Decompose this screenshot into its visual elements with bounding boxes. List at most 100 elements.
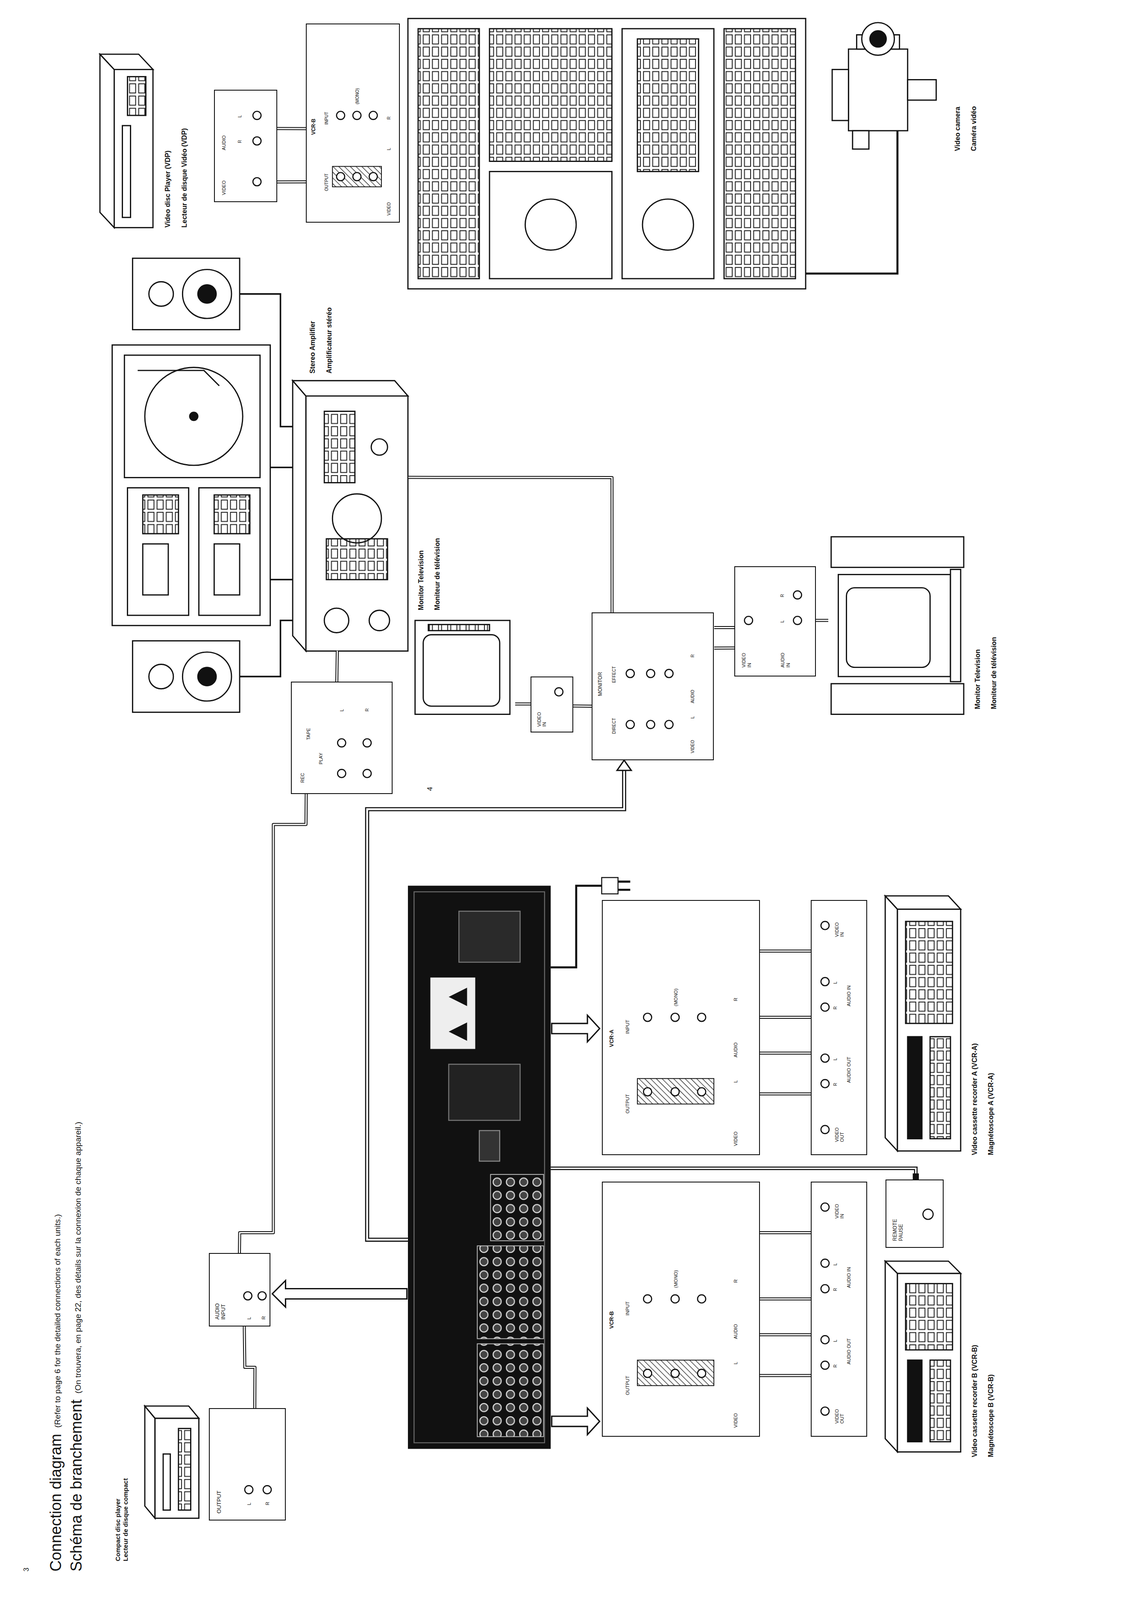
speaker-wire-part [270,578,294,581]
panel-label: AUDIO OUT [846,1337,852,1364]
panel-label: VCR-A [608,1029,616,1047]
speaker-drawing-part [197,284,217,303]
tv-drawing-part [423,634,500,706]
camera-drawing-part [805,130,898,274]
amplifier-drawing-part [369,609,390,631]
camera-drawing-part [848,49,908,131]
jack-part [369,172,378,181]
record-deck-group-part [214,543,240,595]
cable-core [714,647,735,649]
tv-drawing-part [831,536,964,568]
main-unit-part [448,987,467,1041]
record-deck-group-part [189,412,198,421]
record-deck-group-part [199,487,261,615]
device-caption: Amplificateur stéréo [325,307,334,374]
editing-panel-drawing-part [637,38,699,172]
record-deck-group-part [142,494,179,534]
hatched-area-part [637,1359,714,1386]
jack-part [626,668,635,678]
jack-part [697,1294,706,1303]
amplifier-drawing-part [292,380,408,396]
speaker-drawing-part [182,651,232,701]
vcr-drawing-part [897,1272,961,1452]
panel-label: TAPE [305,727,312,740]
cable-core [759,1374,811,1376]
panel-label: AUDIO [690,689,696,704]
panel-label: (MONO) [354,87,361,105]
page-note: (On trouvera, en page 22, des détails su… [73,1121,83,1394]
jack-part [923,1208,934,1219]
tv-input-panel: VIDEO INAUDIO INLR [734,566,816,677]
panel-arrow-part [272,1279,407,1307]
jack-part [337,738,346,747]
panel-label: L [780,619,786,623]
jack-part [263,1484,272,1493]
panel-label: R [780,593,786,597]
camera-drawing-part [832,69,849,121]
device-caption: Stereo Amplifier [308,320,317,374]
panel-label: R [832,1082,839,1086]
jack-part [643,1087,652,1096]
panel-label: L [832,1339,839,1342]
jack-part [671,1012,680,1021]
vcr-drawing-part [897,908,961,1151]
jack-part [671,1087,680,1096]
jack-part [336,111,345,120]
jack [243,111,934,1494]
panel-label: R [832,1363,839,1367]
monitor-panel: MONITORDIRECTEFFECTVIDEOLAUDIOR [591,612,715,760]
cable-connector [515,703,531,704]
cable-connector [277,128,306,129]
cable-core [759,1052,811,1054]
cd-player-drawing-part [144,1405,200,1418]
input-panel: AUDIO INPUTLR [208,1252,270,1326]
terminal-panel: VCR-BOUTPUTINPUT(MONO)VIDEOLR [305,23,400,223]
camera-drawing-part [852,130,869,150]
jack-part [793,590,802,599]
vdp-drawing-part [114,69,153,228]
cd-player-drawing-part [178,1428,191,1510]
panel-label: AUDIO IN [846,1266,852,1288]
speaker-drawing-part [132,258,240,330]
page-note: Schéma de branchement [67,1398,86,1571]
panel-label: AUDIO INPUT [214,1290,227,1320]
panel-label: OUTPUT [324,173,330,191]
vcr-drawing-part [885,895,898,1151]
panel-label: AUDIO OUT [846,1056,852,1083]
cable-connector [714,647,735,649]
vcr-drawing-part [929,1036,951,1139]
main-unit-part [477,1343,544,1436]
cable-outline [759,1230,811,1234]
record-deck-group-part [127,487,189,615]
panel-label: L [832,1262,839,1266]
jack-part [821,1258,830,1267]
page-note: 3 [22,1566,31,1571]
jack-part [821,1125,830,1134]
vdp-drawing [99,54,153,228]
output-panel: OUTPUTLR [208,1407,286,1520]
panel-label: AUDIO [221,135,227,151]
jack-part [821,1079,830,1088]
panel-label: MONITOR [597,671,604,696]
cable-core [759,1231,811,1233]
vcr-terminal-panel: VIDEO OUTRLAUDIO OUTRLAUDIO INVIDEO IN [810,899,867,1155]
panel-label: R [832,1287,839,1291]
power-cord [550,876,631,967]
editing-panel-drawing-part [489,28,612,162]
main-unit-part [458,910,520,962]
jack-part [744,615,753,625]
panel-label: VIDEO IN [536,708,548,727]
vcr-drawing-part [907,1036,922,1139]
vdp-drawing-part [127,76,146,116]
panel-label: L [733,1079,739,1083]
panel-label: (MONO) [673,1269,679,1288]
main-unit-part [448,1063,520,1120]
terminal-panel: VCR-BOUTPUTINPUT(MONO)VIDEOLAUDIOR [601,1181,760,1437]
jack-part [252,177,262,186]
record-deck-group-part [124,354,261,478]
device-caption: Magnétoscope A (VCR-A) [987,1072,995,1155]
cable-connector [759,1093,811,1094]
camera-drawing [805,22,937,274]
panel-label: L [832,981,839,984]
